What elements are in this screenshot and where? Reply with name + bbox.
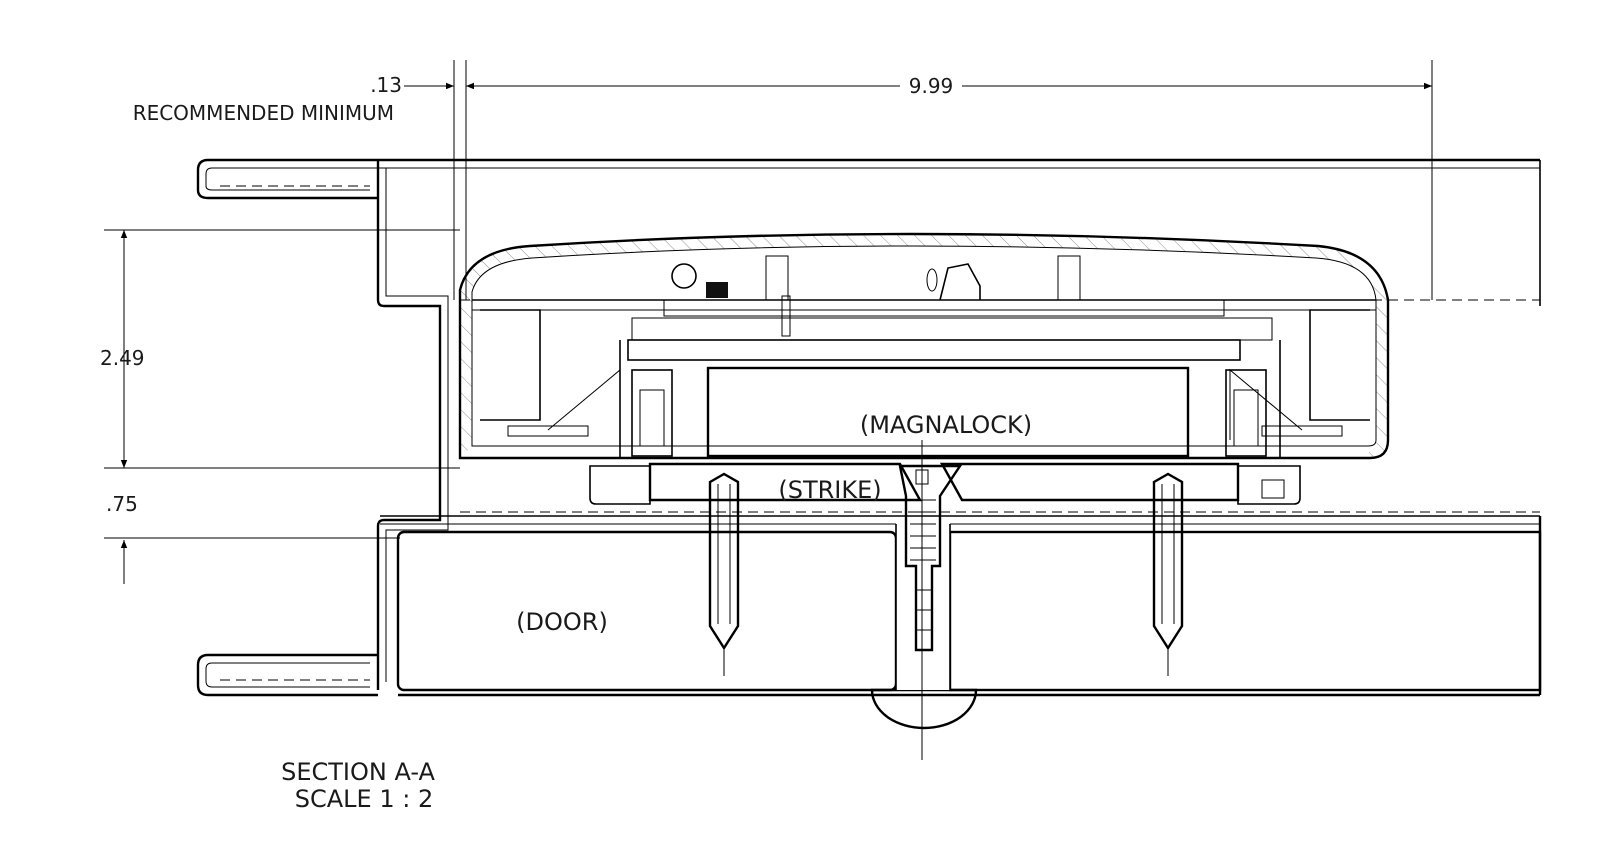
dim-gap-value: .13: [370, 73, 402, 97]
door-section: [380, 515, 1542, 697]
door-frame: [196, 158, 1541, 697]
magnalock-housing: [458, 232, 1390, 460]
sex-nut: [870, 520, 978, 730]
strike-plate: [589, 462, 1301, 505]
dim-gap-note: RECOMMENDED MINIMUM: [133, 101, 394, 125]
locating-pin-left: [708, 472, 740, 676]
center-screw: [898, 440, 963, 760]
locating-pin-right: [1152, 472, 1184, 676]
label-magnalock: (MAGNALOCK): [860, 411, 1032, 439]
electronics: [663, 255, 1225, 337]
magnet-body: [619, 317, 1281, 458]
label-door: (DOOR): [516, 608, 608, 636]
dimension-lines: [104, 60, 1433, 584]
label-strike: (STRIKE): [778, 476, 881, 504]
dim-length-value: 9.99: [909, 74, 954, 98]
dim-lock-height-value: 2.49: [100, 346, 145, 370]
dim-strike-height-value: .75: [106, 492, 138, 516]
caption-section: SECTION A-A: [281, 758, 435, 786]
caption-scale: SCALE 1 : 2: [295, 785, 433, 813]
